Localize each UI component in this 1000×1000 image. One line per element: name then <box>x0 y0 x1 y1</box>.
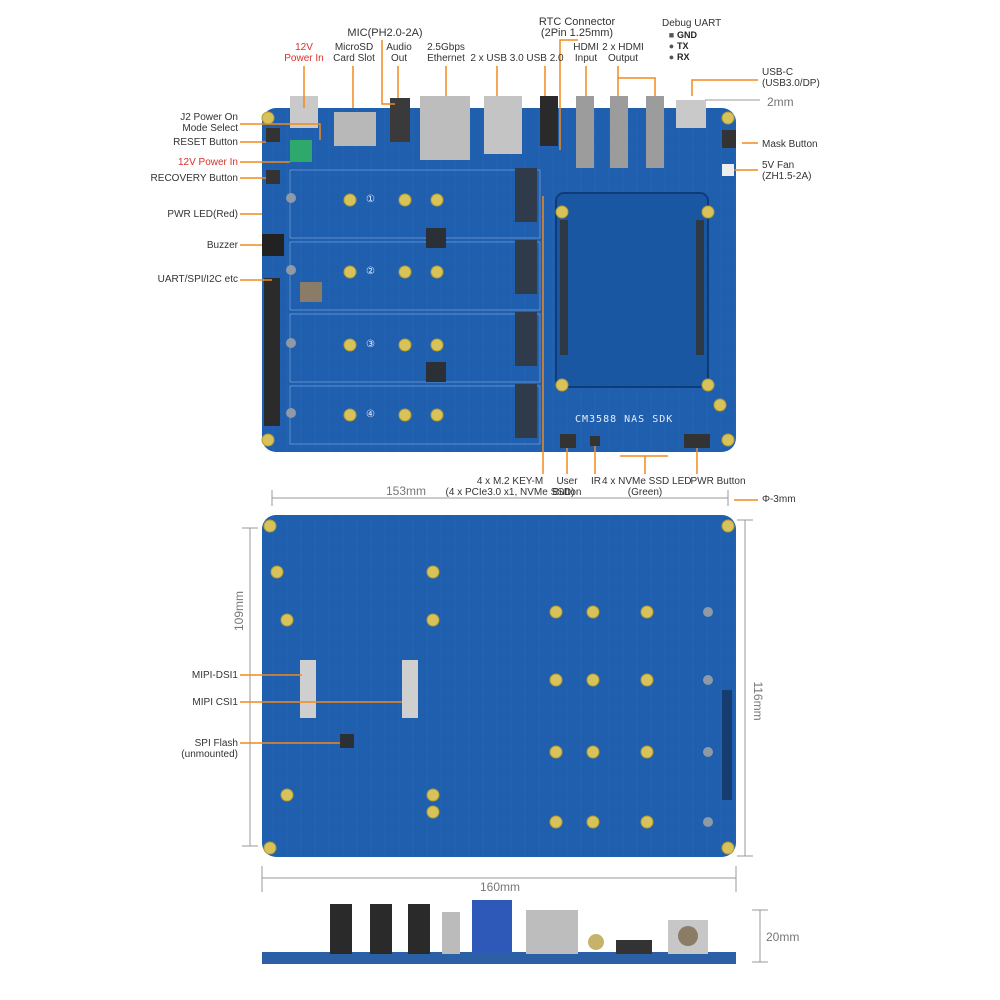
label-hdmi-input: HDMI Input <box>573 42 599 64</box>
slot-2-marker: ② <box>366 266 376 277</box>
label-mask-button: Mask Button <box>762 139 818 150</box>
label-spi-flash: SPI Flash (unmounted) <box>181 738 238 760</box>
slot-1-marker: ① <box>366 194 376 205</box>
dim-109mm: 109mm <box>232 591 246 632</box>
board-silkscreen: CM3588 NAS SDK <box>575 414 674 425</box>
label-mipi-csi: MIPI CSI1 <box>192 697 238 708</box>
label-buzzer: Buzzer <box>206 240 238 251</box>
dim-160mm: 160mm <box>480 880 521 894</box>
label-audio-out: Audio Out <box>386 42 412 64</box>
dim-116mm: 116mm <box>751 681 765 721</box>
label-microsd: MicroSD Card Slot <box>333 42 375 64</box>
label-mount-hole: Φ-3mm <box>762 494 796 505</box>
label-reset-button: RESET Button <box>173 137 238 148</box>
label-12v-power-in-left: 12V Power In <box>177 157 238 168</box>
uart-rx: RX <box>677 52 690 62</box>
dot-icon: ● <box>668 41 675 51</box>
label-user-button: User Button <box>552 476 582 498</box>
dim-2mm: 2mm <box>767 95 794 109</box>
label-uart-spi-i2c: UART/SPI/I2C etc <box>157 274 238 285</box>
label-usb3: 2 x USB 3.0 <box>470 53 524 64</box>
callout-lines <box>240 39 758 744</box>
square-icon: ■ <box>668 30 675 40</box>
label-12v-power-in-top: 12V Power In <box>284 42 324 64</box>
label-5v-fan: 5V Fan (ZH1.5-2A) <box>762 160 812 182</box>
label-mipi-dsi: MIPI-DSI1 <box>191 670 238 681</box>
label-usb-c: USB-C (USB3.0/DP) <box>762 67 820 89</box>
label-nvme-led: 4 x NVMe SSD LED (Green) <box>602 476 692 498</box>
label-mic: MIC(PH2.0-2A) <box>347 27 423 39</box>
label-m2-slots: 4 x M.2 KEY-M (4 x PCIe3.0 x1, NVMe SSD) <box>445 476 575 498</box>
side-view-board <box>262 900 736 964</box>
label-ethernet: 2.5Gbps Ethernet <box>427 42 465 64</box>
label-pwr-button: PWR Button <box>690 476 746 487</box>
front-board <box>261 96 736 452</box>
uart-tx: TX <box>677 41 689 51</box>
uart-gnd: GND <box>677 30 697 40</box>
dot-icon: ● <box>668 52 675 62</box>
label-hdmi-output: 2 x HDMI Output <box>602 42 644 64</box>
label-rtc-connector: RTC Connector (2Pin 1.25mm) <box>538 16 616 39</box>
back-board <box>262 515 736 857</box>
label-recovery-button: RECOVERY Button <box>150 173 238 184</box>
label-j2-power-on: J2 Power On Mode Select <box>180 112 238 134</box>
slot-4-marker: ④ <box>366 409 376 420</box>
uart-pinout: ■GND ●TX ●RX <box>668 30 697 63</box>
label-usb2: USB 2.0 <box>526 53 564 64</box>
dimension-lines <box>242 99 768 963</box>
dim-153mm: 153mm <box>386 484 427 498</box>
label-debug-uart: Debug UART <box>662 18 722 29</box>
dim-20mm: 20mm <box>766 930 800 944</box>
label-ir: IR <box>591 476 601 487</box>
label-pwr-led: PWR LED(Red) <box>167 209 238 220</box>
slot-3-marker: ③ <box>366 339 376 350</box>
